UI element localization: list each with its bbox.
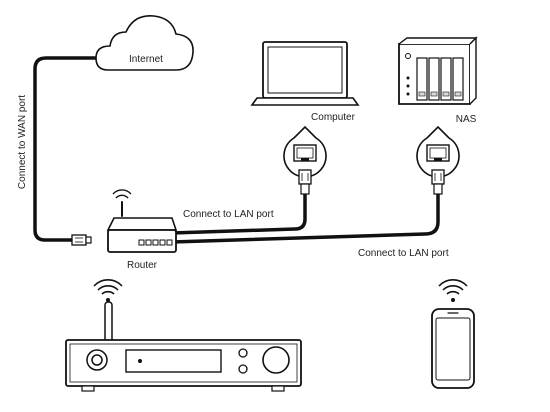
streamer-icon	[65, 301, 302, 392]
internet-label: Internet	[129, 54, 163, 65]
lan-cable-computer-label: Connect to LAN port	[183, 209, 274, 220]
wifi-icon	[93, 279, 123, 302]
lan-cable-computer	[170, 193, 307, 235]
router-label: Router	[127, 260, 158, 271]
ethernet-port-icon	[283, 125, 327, 178]
ethernet-port-icon	[416, 125, 460, 178]
nas-label: NAS	[456, 114, 477, 125]
lan-cable-nas	[170, 193, 440, 244]
laptop-icon	[250, 41, 360, 106]
ethernet-plug-icon	[71, 234, 92, 246]
cloud-icon	[95, 15, 194, 71]
router-icon	[106, 189, 178, 253]
ethernet-plug-icon	[431, 169, 445, 195]
computer-label: Computer	[311, 112, 356, 123]
smartphone-icon	[431, 308, 475, 389]
nas-icon	[398, 36, 478, 105]
wan-cable	[33, 56, 106, 242]
wan-cable-label: Connect to WAN port	[17, 95, 28, 189]
lan-cable-nas-label: Connect to LAN port	[358, 248, 449, 259]
ethernet-plug-icon	[298, 169, 312, 195]
wifi-icon	[438, 279, 468, 302]
